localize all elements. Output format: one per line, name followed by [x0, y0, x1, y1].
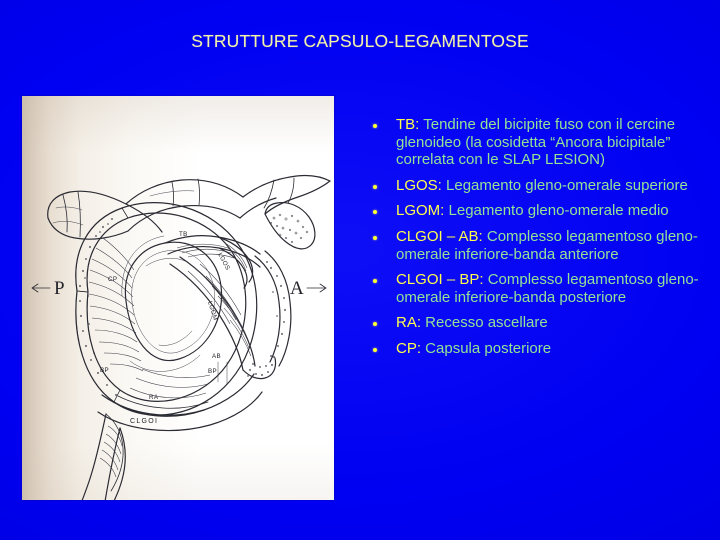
lgos-fibers	[224, 242, 248, 272]
list-item-abbr: CLGOI – BP:	[396, 271, 484, 289]
list-item-text: RA: Recesso ascellare	[396, 314, 705, 332]
figure-label-bp2: BP	[100, 367, 109, 374]
scan-page-shading	[22, 96, 334, 500]
list-item-desc: Recesso ascellare	[421, 314, 548, 332]
figure-label-cp: CP	[108, 276, 117, 283]
list-item-text: CLGOI – BP: Complesso legamentoso gleno-…	[396, 271, 705, 306]
list-item: TB: Tendine del bicipite fuso con il cer…	[367, 116, 705, 169]
bullet-dot-icon	[373, 235, 377, 240]
list-item-text: LGOM: Legamento gleno-omerale medio	[396, 202, 705, 220]
figure-label-bp: BP	[208, 368, 217, 375]
list-item: RA: Recesso ascellare	[367, 314, 705, 332]
figure-label-lgos: LGOS	[216, 252, 231, 272]
bullet-dot-icon	[373, 322, 377, 327]
list-item-desc: Legamento gleno-omerale medio	[444, 202, 669, 220]
figure-label-ra: RA	[149, 394, 159, 401]
posterior-capsule-stipple	[78, 218, 118, 397]
list-item-desc: Complesso legamentoso gleno-omerale infe…	[396, 271, 699, 306]
list-item: LGOM: Legamento gleno-omerale medio	[367, 202, 705, 220]
list-item: LGOS: Legamento gleno-omerale superiore	[367, 177, 705, 195]
bullet-dot-icon	[373, 124, 377, 128]
direction-label-p: P	[54, 278, 65, 299]
figure-label-ab: AB	[212, 353, 221, 360]
list-item-abbr: LGOM:	[396, 202, 445, 220]
figure-label-clgoi: CLGOI	[130, 418, 158, 425]
lateral-capsule-stipple	[266, 261, 287, 359]
list-item-text: CP: Capsula posteriore	[396, 340, 705, 358]
list-item: CLGOI – AB: Complesso legamentoso gleno-…	[367, 228, 705, 263]
bullet-dot-icon	[373, 279, 377, 284]
list-item-text: TB: Tendine del bicipite fuso con il cer…	[396, 116, 705, 169]
anterior-direction-marker: A	[290, 278, 327, 299]
anatomical-illustration: TB LGOS LGOM	[22, 96, 334, 500]
list-item-desc: Tendine del bicipite fuso con il cercine…	[396, 116, 676, 169]
bullet-dot-icon	[373, 184, 377, 189]
cancellous-bone-stipple	[269, 213, 309, 244]
list-item: CLGOI – BP: Complesso legamentoso gleno-…	[367, 271, 705, 306]
lgom-fibers	[187, 263, 252, 357]
list-item: CP: Capsula posteriore	[367, 340, 705, 358]
bullet-dot-icon	[373, 347, 377, 352]
scan-page-shading-vertical	[22, 96, 334, 500]
humeral-neck-fibers	[99, 425, 123, 478]
direction-label-a: A	[290, 278, 304, 299]
list-item-abbr: CLGOI – AB:	[396, 227, 483, 245]
page-title: STRUTTURE CAPSULO-LEGAMENTOSE	[191, 31, 529, 51]
list-item-desc: Complesso legamentoso gleno-omerale infe…	[396, 227, 698, 263]
shoulder-joint-drawing: TB LGOS LGOM	[31, 175, 331, 500]
posterior-capsule-fibers	[88, 237, 144, 372]
bullet-dot-icon	[373, 210, 377, 215]
list-item-abbr: LGOS:	[396, 176, 442, 194]
list-item-desc: Legamento gleno-omerale superiore	[441, 176, 688, 194]
list-item-abbr: CP:	[396, 339, 422, 357]
list-item-abbr: TB:	[396, 116, 420, 133]
list-item-text: CLGOI – AB: Complesso legamentoso gleno-…	[396, 228, 705, 263]
figure-label-tb: TB	[179, 231, 188, 238]
axillary-recess-fibers	[129, 368, 211, 399]
list-item-text: LGOS: Legamento gleno-omerale superiore	[396, 177, 705, 195]
anterior-band-stipple	[247, 355, 274, 377]
list-item-abbr: RA:	[396, 314, 422, 332]
legend-bullet-list: TB: Tendine del bicipite fuso con il cer…	[367, 116, 705, 366]
posterior-direction-marker: P	[31, 278, 65, 299]
list-item-desc: Capsula posteriore	[421, 339, 552, 357]
